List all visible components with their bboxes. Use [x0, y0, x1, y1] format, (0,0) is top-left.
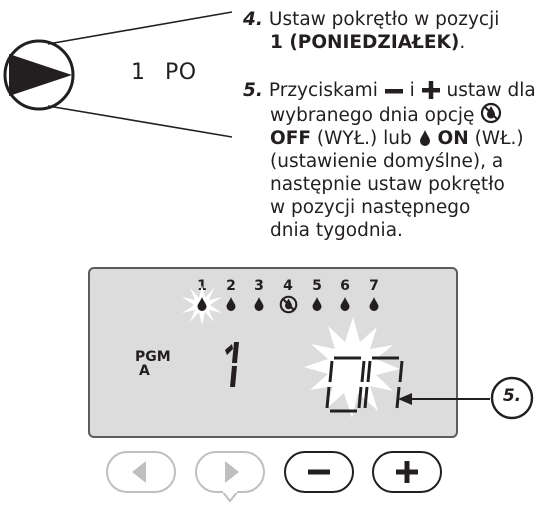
step-5-on-translation: (WŁ.): [474, 128, 524, 149]
segment-display: [225, 317, 404, 418]
step-5-line5: następnie ustaw pokrętło: [270, 174, 505, 195]
step-5-text-buttons: Przyciskami: [268, 80, 378, 101]
callout-line-top: [47, 11, 233, 45]
water-drop-icon-day-3: [254, 297, 264, 311]
right-arrow-icon: [225, 461, 239, 483]
day-number-5: 5: [312, 278, 322, 294]
dial-pointer-icon: [9, 54, 72, 96]
plus-icon: [421, 81, 440, 99]
program-letter: A: [139, 363, 150, 379]
minus-icon: [384, 89, 403, 94]
step-5-line2: wybranego dnia opcję: [270, 105, 475, 126]
plus-icon: [396, 461, 418, 483]
step-5-line4: (ustawienie domyślne), a: [270, 151, 504, 172]
water-off-icon: [481, 102, 502, 124]
step-5-line6: w pozycji następnego: [270, 197, 471, 218]
program-label: PGM: [135, 349, 171, 365]
day-number-6: 6: [340, 278, 350, 294]
step-5-text-and: i: [409, 80, 415, 101]
callout-line-bottom: [47, 105, 233, 138]
minus-button[interactable]: [284, 451, 354, 493]
dial-position-number: 1: [131, 60, 146, 85]
next-button-pointer-icon: [222, 491, 238, 503]
water-drop-icon-day-2: [226, 297, 236, 311]
water-drop-icon-day-5: [312, 297, 322, 311]
step-4-line1: Ustaw pokrętło w pozycji: [268, 9, 500, 30]
water-drop-icon-day-6: [340, 297, 350, 311]
step-5-number: 5.: [243, 80, 263, 101]
station-digit-segments: [225, 342, 239, 387]
day-number-4: 4: [283, 278, 293, 294]
plus-button[interactable]: [372, 451, 442, 493]
water-off-icon-day-4: [279, 295, 298, 314]
left-arrow-icon: [132, 461, 146, 483]
minus-icon: [308, 469, 330, 475]
water-drop-icon-day-1: [197, 297, 207, 311]
day-number-2: 2: [226, 278, 236, 294]
lcd-display: 1 2 3 4 5 6 7: [88, 267, 458, 438]
prev-button[interactable]: [106, 451, 176, 493]
step-4-number: 4.: [243, 9, 263, 30]
step-5-off-label: OFF: [270, 128, 312, 149]
flash-starburst-icon: [304, 317, 400, 418]
dial-position-day: PO: [165, 60, 197, 85]
step-5-instruction: 5.Przyciskami i ustaw dla wybranego dnia…: [243, 79, 548, 242]
water-drop-icon-day-7: [369, 297, 379, 311]
on-readout-letter-n: [363, 356, 404, 409]
dial-callout: [3, 11, 233, 138]
water-drop-icon: [419, 130, 430, 146]
step-4-position-bold: 1 (PONIEDZIAŁEK): [270, 32, 460, 53]
step-5-text-set-for: ustaw dla: [446, 80, 536, 101]
step-5-off-translation: (WYŁ.) lub: [316, 128, 412, 149]
day-number-7: 7: [369, 278, 379, 294]
program-indicator: PGM A: [135, 350, 171, 378]
step-5-on-label: ON: [437, 128, 469, 149]
callout-5-label: 5.: [502, 386, 522, 406]
next-button[interactable]: [195, 451, 265, 493]
day-number-3: 3: [254, 278, 264, 294]
step-4-period: .: [459, 32, 466, 53]
step-4-instruction: 4.Ustaw pokrętło w pozycji 1 (PONIEDZIAŁ…: [243, 8, 548, 54]
step-5-line7: dnia tygodnia.: [270, 220, 403, 241]
on-readout-letter-o: [325, 356, 366, 413]
